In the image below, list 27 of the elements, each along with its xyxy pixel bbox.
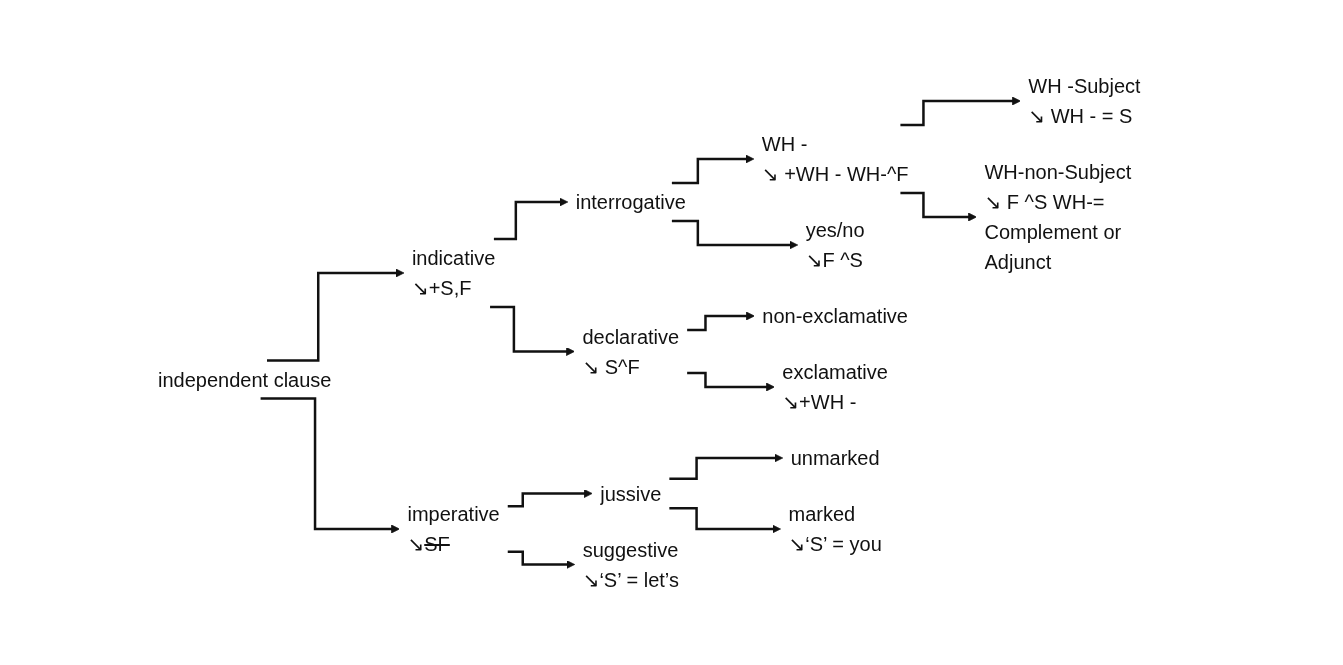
node-text: interrogative (576, 190, 687, 213)
node-text: exclamative ↘+WH - (782, 360, 889, 413)
node-text: indicative ↘+S,F (412, 246, 496, 299)
node-text: non-exclamative (762, 304, 909, 327)
arrow (490, 305, 576, 356)
arrow (494, 197, 569, 240)
arrow (669, 453, 784, 480)
node-text: declarative ↘ S^F (582, 325, 680, 378)
arrow (687, 311, 755, 331)
arrow (672, 219, 799, 250)
arrow (900, 96, 1021, 126)
node-text: yes/no ↘F ^S (805, 218, 865, 271)
arrow (672, 154, 755, 184)
node-text: jussive (600, 482, 662, 505)
node-text: imperative ↘SF (407, 502, 500, 555)
node-text: unmarked (790, 446, 880, 469)
node-text: WH - ↘ +WH - WH-^F (762, 132, 909, 185)
node-text: WH-non-Subject ↘ F ^S WH-= Complement or Adjunct (984, 160, 1132, 273)
arrow (900, 191, 978, 222)
arrow (267, 268, 405, 362)
node-text: marked ↘‘S’ = you (788, 502, 883, 555)
arrow (508, 488, 593, 508)
node-text: independent clause (158, 368, 332, 391)
arrow (508, 550, 576, 569)
node-text: WH -Subject ↘ WH - = S (1028, 74, 1141, 127)
node-text: suggestive ↘‘S’ = let’s (582, 538, 680, 591)
arrow (687, 371, 775, 392)
